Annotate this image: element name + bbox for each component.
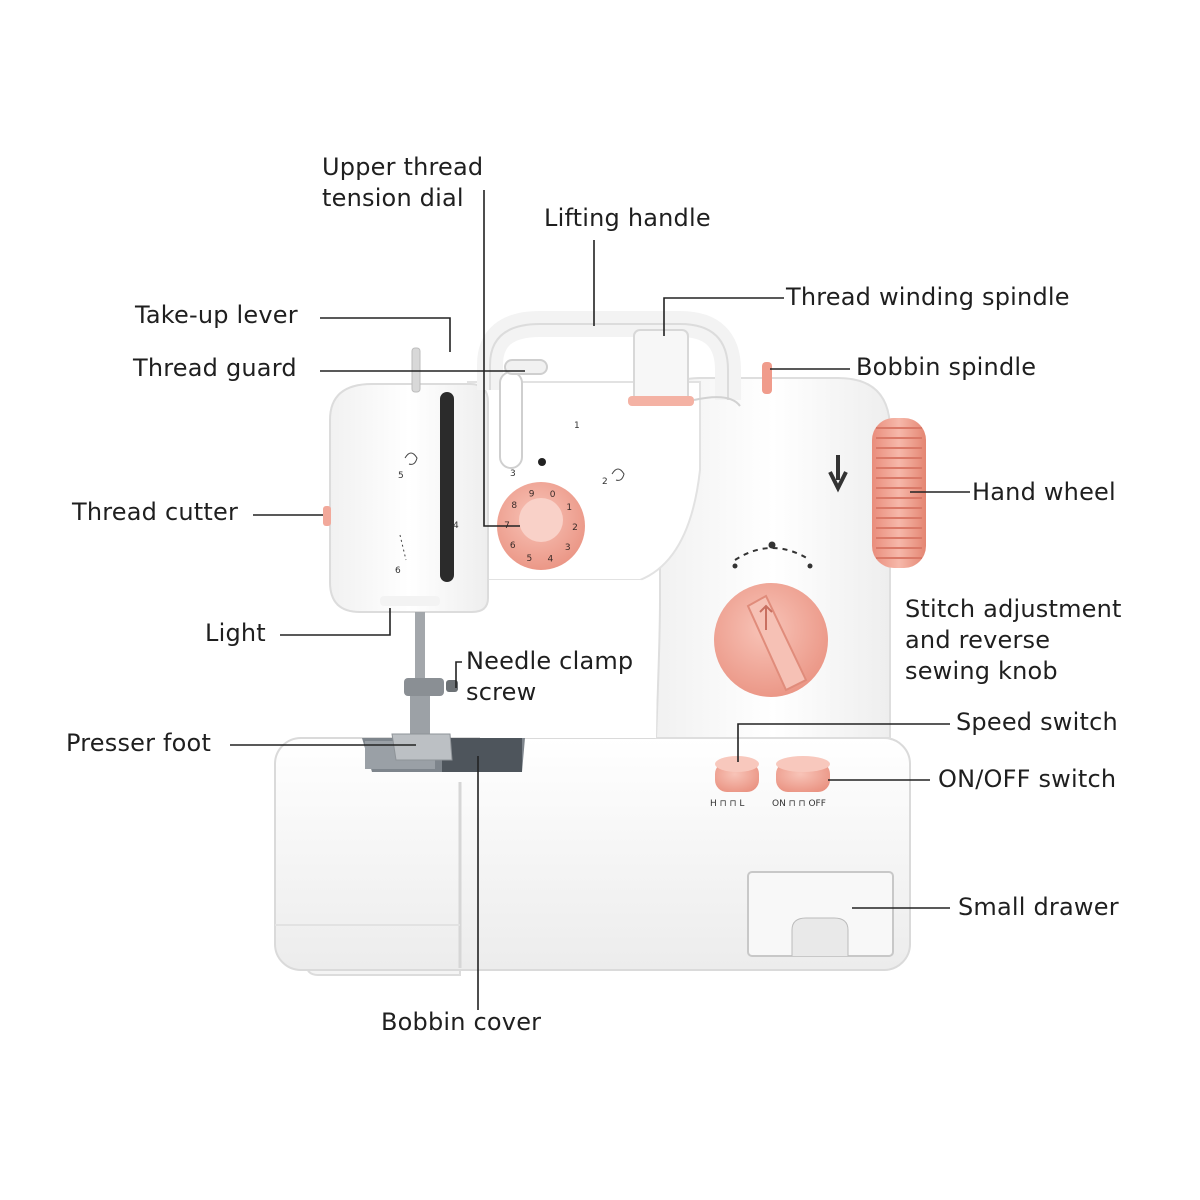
label-thread-cutter: Thread cutter (72, 498, 239, 526)
dial-number: 9 (529, 489, 535, 499)
label-stitch-adjustment-knob: Stitch adjustment and reverse sewing kno… (905, 595, 1122, 685)
dial-number: 0 (550, 490, 556, 500)
label-hand-wheel: Hand wheel (972, 478, 1116, 506)
spool-shape (628, 329, 741, 407)
hand-wheel-shape (872, 418, 926, 568)
dial-number: 6 (510, 541, 516, 551)
machine-body (329, 377, 891, 739)
label-bobbin-spindle: Bobbin spindle (856, 353, 1037, 381)
label-needle-clamp-screw: Needle clamp screw (466, 647, 634, 706)
label-light: Light (205, 619, 266, 647)
leader-take-up-lever (320, 317, 451, 352)
leader-tension-dial (483, 190, 520, 527)
take-up-pin (411, 347, 421, 393)
leader-light (280, 608, 391, 636)
leader-needle-clamp (455, 661, 462, 688)
dial-number: 4 (548, 555, 554, 565)
power-switch-marks: ON ⊓ ⊓ OFF (772, 799, 826, 809)
speed-switch-marks: H ⊓ ⊓ L (710, 799, 744, 809)
svg-text:1: 1 (574, 421, 580, 431)
dial-number: 3 (565, 543, 571, 553)
svg-text:5: 5 (398, 471, 404, 481)
drawer-shape (747, 871, 894, 957)
label-thread-winding-spindle: Thread winding spindle (786, 283, 1070, 311)
svg-text:4: 4 (453, 521, 459, 531)
svg-text:2: 2 (602, 477, 608, 487)
thread-cutter-shape (323, 506, 331, 526)
light-shape (380, 596, 440, 606)
label-small-drawer: Small drawer (958, 893, 1119, 921)
leader-thread-winding (663, 297, 784, 336)
dial-number: 8 (511, 501, 517, 511)
dial-number: 2 (572, 523, 578, 533)
label-lifting-handle: Lifting handle (544, 204, 711, 232)
svg-text:6: 6 (395, 566, 401, 576)
label-take-up-lever: Take-up lever (135, 301, 298, 329)
svg-text:3: 3 (510, 469, 516, 479)
leader-speed-switch (737, 723, 950, 762)
bobbin-spindle-shape (762, 362, 772, 394)
label-on-off-switch: ON/OFF switch (938, 765, 1117, 793)
label-speed-switch: Speed switch (956, 708, 1118, 736)
label-bobbin-cover: Bobbin cover (381, 1008, 542, 1036)
needle-assembly (391, 612, 458, 761)
stitch-knob (714, 583, 828, 697)
label-thread-guard: Thread guard (133, 354, 297, 382)
switches (715, 756, 830, 792)
dial-number: 5 (527, 554, 533, 564)
dial-number: 1 (566, 503, 572, 513)
label-upper-thread-tension-dial: Upper thread tension dial (322, 153, 484, 212)
thread-path-marks: 5 6 4 3 2 1 (395, 421, 625, 576)
label-presser-foot: Presser foot (66, 729, 212, 757)
leader-lines (230, 190, 970, 1010)
